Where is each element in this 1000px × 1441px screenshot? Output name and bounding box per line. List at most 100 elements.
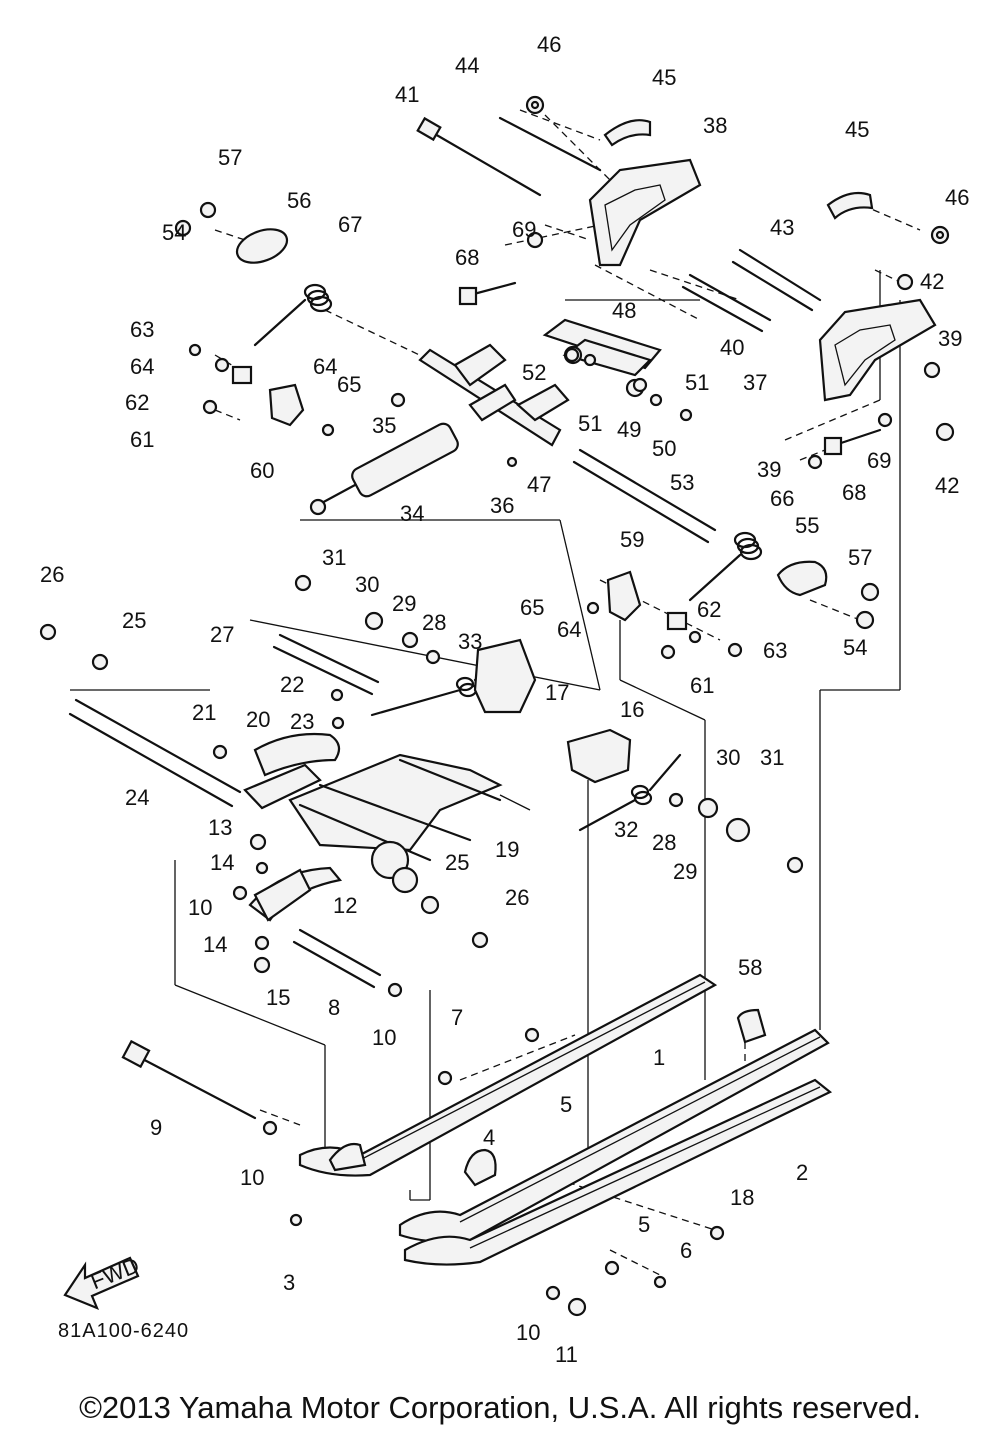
callout: 44 — [455, 53, 479, 78]
callout: 10 — [516, 1320, 540, 1345]
callout: 69 — [512, 217, 536, 242]
callout: 30 — [716, 745, 740, 770]
rear-arm-assembly — [243, 732, 503, 894]
upper-arm-left — [588, 158, 702, 267]
callout: 56 — [287, 188, 311, 213]
callout: 39 — [938, 326, 962, 351]
callout: 58 — [738, 955, 762, 980]
runner — [403, 1078, 833, 1266]
callout: 35 — [372, 413, 396, 438]
callout: 42 — [920, 269, 944, 294]
callout: 69 — [867, 448, 891, 473]
fwd-label: FWD — [87, 1252, 143, 1294]
callout: 54 — [162, 220, 186, 245]
callout: 61 — [690, 673, 714, 698]
callout: 62 — [125, 390, 149, 415]
block-16 — [566, 728, 632, 784]
callout: 41 — [395, 82, 419, 107]
upper-arm-right — [818, 298, 937, 402]
callout: 46 — [537, 32, 561, 57]
callout: 28 — [652, 830, 676, 855]
callout: 2 — [796, 1160, 808, 1185]
callout: 14 — [203, 932, 227, 957]
callout: 15 — [266, 985, 290, 1010]
stopper-4 — [463, 1148, 497, 1187]
callout: 46 — [945, 185, 969, 210]
callout: 54 — [843, 635, 867, 660]
callouts: 1 2 3 4 5 5 6 7 8 9 10 10 10 10 11 12 13… — [40, 32, 969, 1367]
callout: 27 — [210, 622, 234, 647]
callout: 19 — [495, 837, 519, 862]
callout: 42 — [935, 473, 959, 498]
callout: 68 — [842, 480, 866, 505]
callout: 67 — [338, 212, 362, 237]
callout: 4 — [483, 1125, 495, 1150]
callout: 57 — [218, 145, 242, 170]
callout: 33 — [458, 629, 482, 654]
callout: 9 — [150, 1115, 162, 1140]
link-plates — [542, 318, 662, 398]
callout: 36 — [490, 493, 514, 518]
callout: 57 — [848, 545, 872, 570]
callout: 49 — [617, 417, 641, 442]
leader-lines — [70, 109, 921, 1276]
callout: 64 — [313, 354, 337, 379]
callout: 50 — [652, 436, 676, 461]
callout: 10 — [188, 895, 212, 920]
callout: 63 — [763, 638, 787, 663]
bracket-60 — [268, 383, 305, 427]
callout: 60 — [250, 458, 274, 483]
callout: 26 — [505, 885, 529, 910]
callout: 29 — [392, 591, 416, 616]
callout: 64 — [557, 617, 581, 642]
callout: 29 — [673, 859, 697, 884]
callout: 38 — [703, 113, 727, 138]
callout: 7 — [451, 1005, 463, 1030]
callout: 22 — [280, 672, 304, 697]
cap-45-left — [603, 119, 652, 147]
callout: 61 — [130, 427, 154, 452]
callout: 48 — [612, 298, 636, 323]
callout: 63 — [130, 317, 154, 342]
rods — [68, 116, 882, 1120]
callout: 25 — [445, 850, 469, 875]
callout: 17 — [545, 680, 569, 705]
plate-56 — [235, 228, 289, 264]
callout: 43 — [770, 215, 794, 240]
callout: 18 — [730, 1185, 754, 1210]
diagram-code: 81A100-6240 — [58, 1320, 190, 1342]
block-17 — [473, 638, 537, 714]
callout: 30 — [355, 572, 379, 597]
shock-absorber — [309, 422, 459, 516]
callout: 11 — [555, 1342, 578, 1367]
callout: 5 — [638, 1212, 650, 1237]
callout: 5 — [560, 1092, 572, 1117]
callout: 45 — [845, 117, 869, 142]
callout: 32 — [614, 817, 638, 842]
fwd-arrow-icon: FWD — [63, 1252, 143, 1311]
callout: 51 — [578, 411, 602, 436]
bracket-59 — [606, 570, 642, 622]
callout: 23 — [290, 709, 314, 734]
callout: 14 — [210, 850, 234, 875]
callout: 59 — [620, 527, 644, 552]
callout: 26 — [40, 562, 64, 587]
callout: 20 — [246, 707, 270, 732]
callout: 10 — [372, 1025, 396, 1050]
plate-55 — [776, 560, 828, 597]
callout: 8 — [328, 995, 340, 1020]
callout: 31 — [322, 545, 346, 570]
callout: 62 — [697, 597, 721, 622]
upper-crossbar — [418, 343, 570, 447]
callout: 21 — [192, 700, 216, 725]
callout: 10 — [240, 1165, 264, 1190]
callout: 1 — [653, 1045, 665, 1070]
callout: 65 — [337, 372, 361, 397]
callout: 39 — [757, 457, 781, 482]
callout: 37 — [743, 370, 767, 395]
callout: 47 — [527, 472, 551, 497]
callout: 31 — [760, 745, 784, 770]
front-arm-lower — [253, 868, 312, 922]
callout: 3 — [283, 1270, 295, 1295]
